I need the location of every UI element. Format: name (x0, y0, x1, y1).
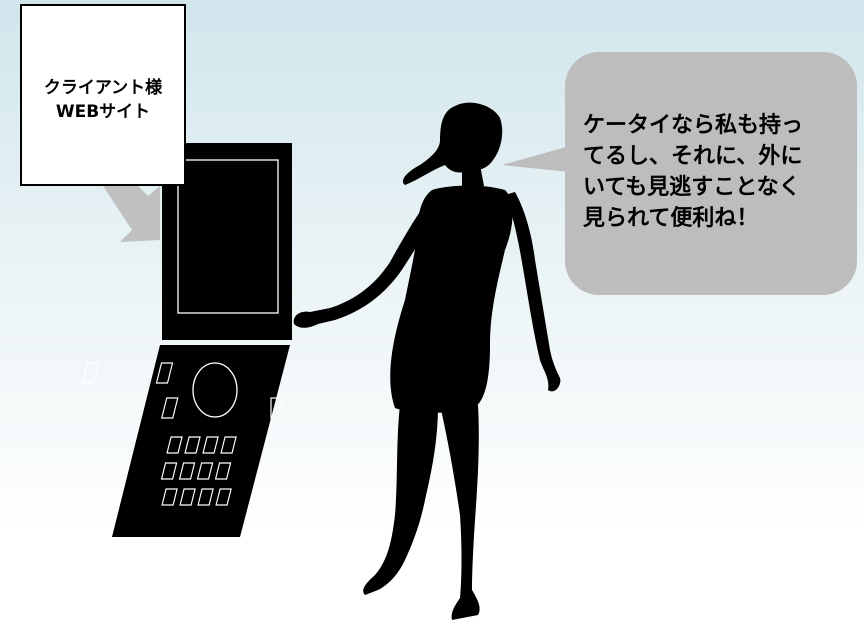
phone-keys (81, 362, 283, 506)
speech-bubble-line: ケータイなら私も持っ (583, 113, 804, 138)
phone-nav-button (192, 362, 238, 418)
speech-bubble-line: てるし、それに、外に (583, 144, 803, 169)
speech-bubble-line: いても見逃すことなく (583, 175, 801, 200)
speech-bubble-text: ケータイなら私も持っ てるし、それに、外に いても見逃すことなく 見られて便利ね… (583, 110, 853, 234)
woman-silhouette-icon (293, 102, 561, 620)
web-site-card: クライアント様 WEBサイト (20, 4, 186, 186)
web-site-card-text: クライアント様 WEBサイト (22, 76, 184, 124)
speech-bubble-body (565, 52, 857, 295)
web-site-card-line: クライアント様 (43, 78, 163, 98)
web-site-card-line: WEBサイト (55, 102, 151, 122)
arrow-down-right-icon (103, 170, 160, 242)
speech-bubble (502, 52, 857, 295)
phone-screen (177, 159, 279, 314)
phone-keypad-half (112, 345, 290, 537)
speech-bubble-line: 見られて便利ね！ (583, 206, 759, 231)
